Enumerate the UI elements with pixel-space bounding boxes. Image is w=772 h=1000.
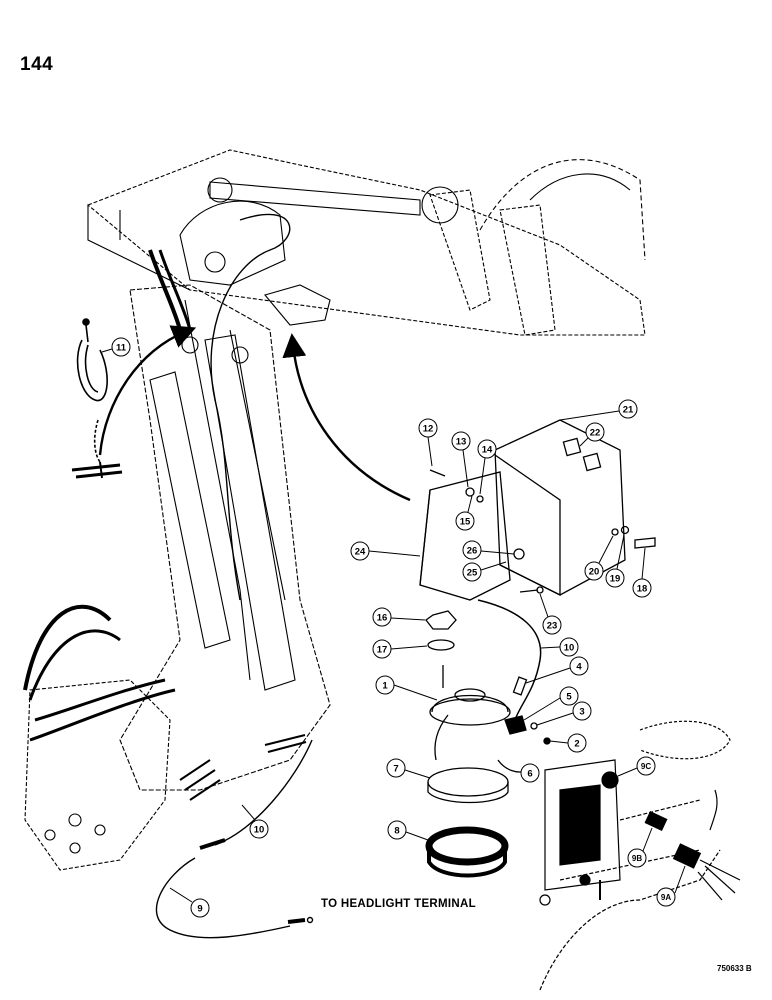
svg-text:15: 15 xyxy=(460,517,471,528)
callout-9a: 9A xyxy=(656,865,686,907)
callout-14: 14 xyxy=(477,439,497,495)
hose-clamp-detail xyxy=(71,318,123,479)
callout-24: 24 xyxy=(350,541,421,561)
svg-text:25: 25 xyxy=(467,568,478,579)
callout-19: 19 xyxy=(605,534,625,588)
svg-text:10: 10 xyxy=(254,825,265,836)
callout-20: 20 xyxy=(584,535,614,581)
svg-text:19: 19 xyxy=(610,574,621,585)
headlight-terminal-caption: TO HEADLIGHT TERMINAL xyxy=(321,898,476,910)
callout-13: 13 xyxy=(451,431,471,488)
callout-9b: 9B xyxy=(627,827,653,868)
callout-4: 4 xyxy=(525,656,589,684)
callout-25: 25 xyxy=(462,561,507,582)
svg-text:18: 18 xyxy=(637,584,648,595)
light-bracket xyxy=(419,419,656,878)
svg-text:17: 17 xyxy=(377,645,388,656)
svg-text:12: 12 xyxy=(423,424,434,435)
callout-7: 7 xyxy=(386,758,431,779)
svg-text:20: 20 xyxy=(589,567,600,578)
svg-text:5: 5 xyxy=(566,692,572,703)
svg-text:16: 16 xyxy=(377,613,388,624)
svg-text:14: 14 xyxy=(482,445,493,456)
callout-18: 18 xyxy=(632,547,652,598)
callout-10-upper: 10 xyxy=(540,637,579,657)
svg-text:6: 6 xyxy=(527,769,532,780)
svg-text:8: 8 xyxy=(394,826,399,837)
svg-text:24: 24 xyxy=(355,547,366,558)
callout-12: 12 xyxy=(418,418,438,467)
svg-text:9B: 9B xyxy=(632,854,642,863)
callout-16: 16 xyxy=(372,607,426,627)
callout-17: 17 xyxy=(372,639,428,659)
svg-text:3: 3 xyxy=(579,707,584,718)
callout-8: 8 xyxy=(387,820,429,841)
svg-text:9A: 9A xyxy=(661,893,671,902)
callout-5: 5 xyxy=(523,686,579,721)
callout-22: 22 xyxy=(579,422,605,447)
svg-text:23: 23 xyxy=(547,621,558,632)
callout-9: 9 xyxy=(169,887,210,918)
svg-text:13: 13 xyxy=(456,437,467,448)
svg-text:10: 10 xyxy=(564,643,575,654)
svg-text:4: 4 xyxy=(576,662,582,673)
svg-text:7: 7 xyxy=(393,764,398,775)
callout-15: 15 xyxy=(455,495,475,531)
svg-text:2: 2 xyxy=(574,739,579,750)
callout-6: 6 xyxy=(520,763,540,783)
callout-2: 2 xyxy=(549,733,587,753)
backhoe-boom xyxy=(23,149,646,871)
callout-1: 1 xyxy=(375,675,438,701)
svg-text:21: 21 xyxy=(623,405,634,416)
svg-text:26: 26 xyxy=(467,546,478,557)
svg-text:11: 11 xyxy=(116,343,127,354)
svg-text:9C: 9C xyxy=(641,762,651,771)
callout-23: 23 xyxy=(539,593,562,635)
curved-arrows xyxy=(98,325,411,502)
headlight-wire xyxy=(155,739,314,939)
callout-21: 21 xyxy=(559,399,638,421)
callout-11: 11 xyxy=(101,337,131,357)
callout-9c: 9C xyxy=(617,756,656,777)
svg-text:22: 22 xyxy=(590,428,601,439)
callout-10-lower: 10 xyxy=(241,804,269,839)
svg-text:9: 9 xyxy=(197,904,202,915)
callout-3: 3 xyxy=(536,701,592,726)
callouts: 1 2 3 4 5 6 7 8 9 xyxy=(101,337,686,918)
svg-text:1: 1 xyxy=(382,681,388,692)
drawing-number: 750633 B xyxy=(717,964,752,973)
callout-26: 26 xyxy=(462,540,515,560)
page-number: 144 xyxy=(20,54,54,75)
cab-panel xyxy=(539,720,741,991)
